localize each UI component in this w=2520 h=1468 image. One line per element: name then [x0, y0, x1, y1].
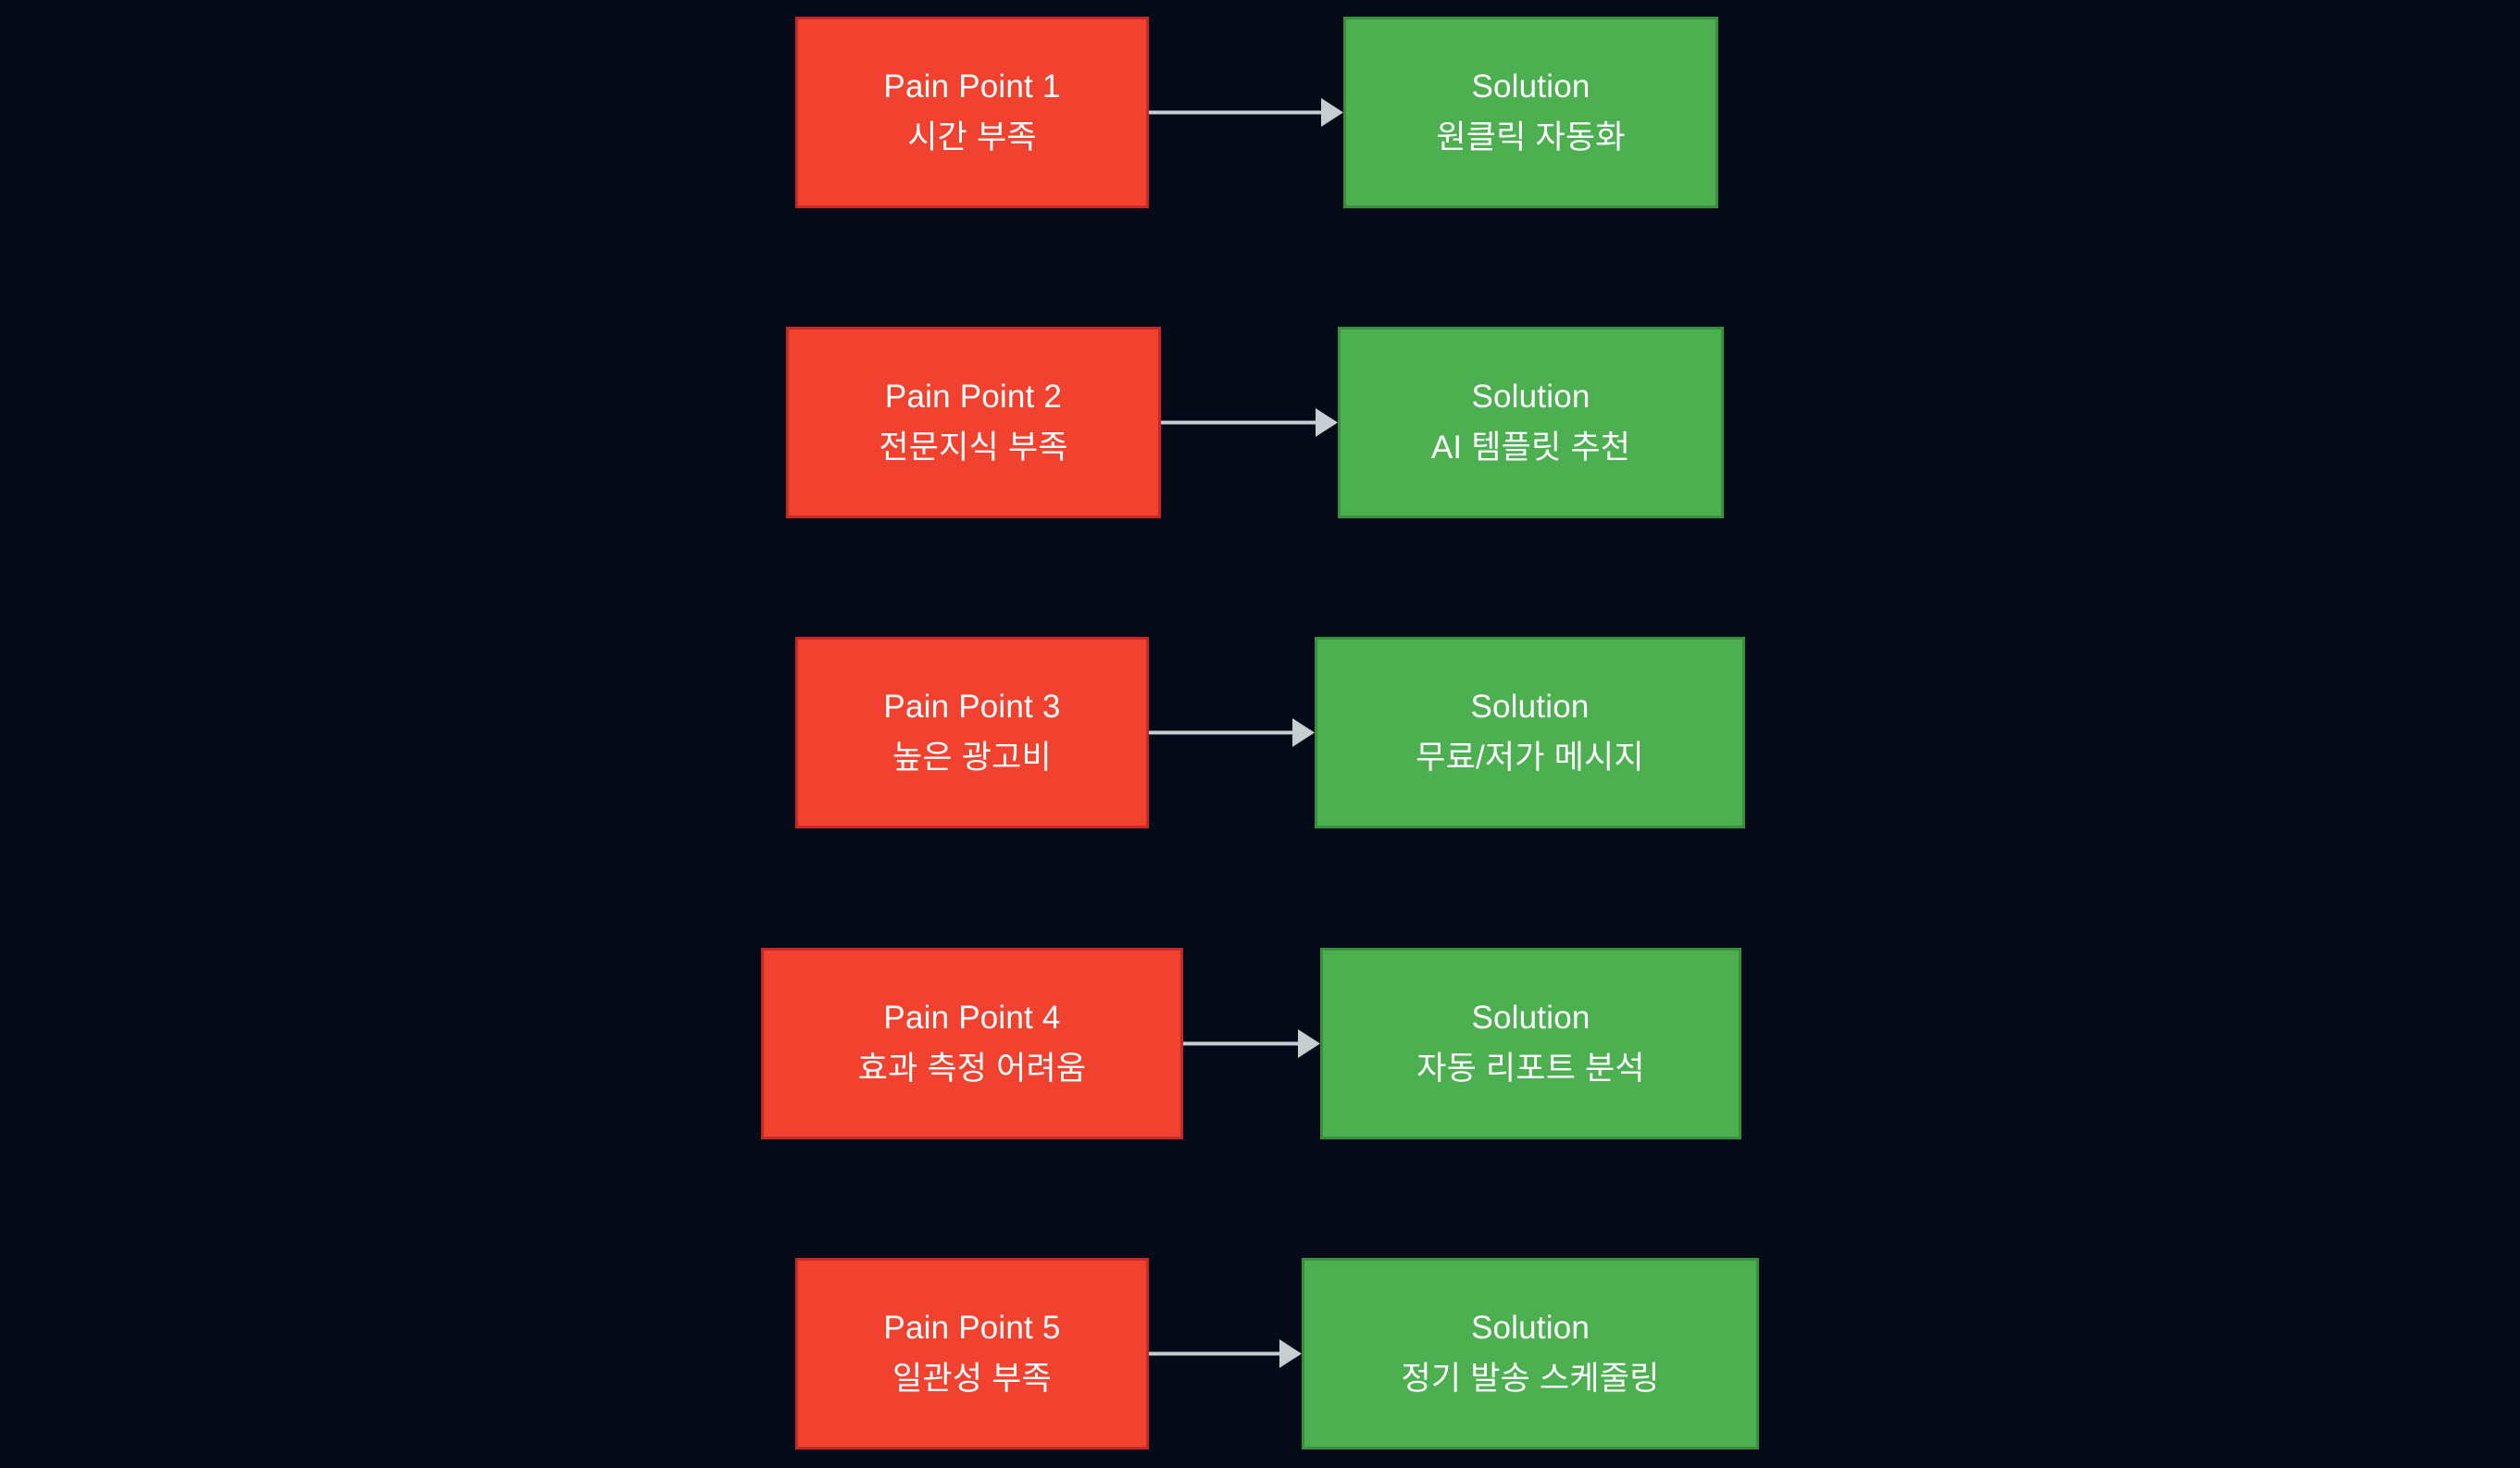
mapping-row: Pain Point 4 효과 측정 어려움 Solution 자동 리포트 분… [0, 948, 2520, 1139]
solution-box-3[interactable]: Solution 무료/저가 메시지 [1315, 637, 1745, 828]
pain-point-subtitle: 시간 부족 [907, 119, 1037, 156]
solution-title: Solution [1471, 379, 1591, 416]
arrow-right-icon [1161, 327, 1338, 518]
arrow-right-icon [1149, 637, 1315, 828]
solution-subtitle: 정기 발송 스케줄링 [1401, 1361, 1660, 1397]
solution-title: Solution [1471, 1000, 1591, 1037]
arrow-right-icon [1149, 17, 1343, 208]
solution-subtitle: AI 템플릿 추천 [1430, 429, 1631, 466]
pain-point-subtitle: 효과 측정 어려움 [857, 1051, 1087, 1087]
mapping-row: Pain Point 2 전문지식 부족 Solution AI 템플릿 추천 [0, 327, 2520, 518]
solution-subtitle: 자동 리포트 분석 [1416, 1051, 1645, 1087]
pain-point-title: Pain Point 4 [883, 1000, 1061, 1037]
solution-box-1[interactable]: Solution 원클릭 자동화 [1343, 17, 1718, 208]
pain-point-title: Pain Point 2 [884, 379, 1063, 416]
solution-box-5[interactable]: Solution 정기 발송 스케줄링 [1302, 1258, 1759, 1449]
solution-box-2[interactable]: Solution AI 템플릿 추천 [1338, 327, 1724, 518]
solution-title: Solution [1470, 689, 1590, 726]
solution-box-4[interactable]: Solution 자동 리포트 분석 [1320, 948, 1741, 1139]
pain-point-box-4[interactable]: Pain Point 4 효과 측정 어려움 [761, 948, 1183, 1139]
pain-point-subtitle: 높은 광고비 [892, 740, 1052, 776]
pain-point-subtitle: 일관성 부족 [892, 1361, 1052, 1397]
mapping-row: Pain Point 3 높은 광고비 Solution 무료/저가 메시지 [0, 637, 2520, 828]
pain-point-title: Pain Point 5 [883, 1310, 1061, 1347]
pain-point-box-1[interactable]: Pain Point 1 시간 부족 [795, 17, 1149, 208]
pain-point-box-3[interactable]: Pain Point 3 높은 광고비 [795, 637, 1149, 828]
pain-point-title: Pain Point 3 [883, 689, 1061, 726]
pain-point-title: Pain Point 1 [883, 68, 1061, 106]
pain-point-box-2[interactable]: Pain Point 2 전문지식 부족 [786, 327, 1161, 518]
pain-point-box-5[interactable]: Pain Point 5 일관성 부족 [795, 1258, 1149, 1449]
solution-subtitle: 원클릭 자동화 [1436, 119, 1626, 156]
solution-title: Solution [1471, 68, 1591, 106]
mapping-row: Pain Point 5 일관성 부족 Solution 정기 발송 스케줄링 [0, 1258, 2520, 1449]
arrow-right-icon [1183, 948, 1320, 1139]
pain-point-subtitle: 전문지식 부족 [879, 429, 1068, 466]
mapping-row: Pain Point 1 시간 부족 Solution 원클릭 자동화 [0, 17, 2520, 208]
solution-title: Solution [1470, 1310, 1591, 1347]
solution-subtitle: 무료/저가 메시지 [1416, 740, 1644, 776]
arrow-right-icon [1149, 1258, 1302, 1449]
